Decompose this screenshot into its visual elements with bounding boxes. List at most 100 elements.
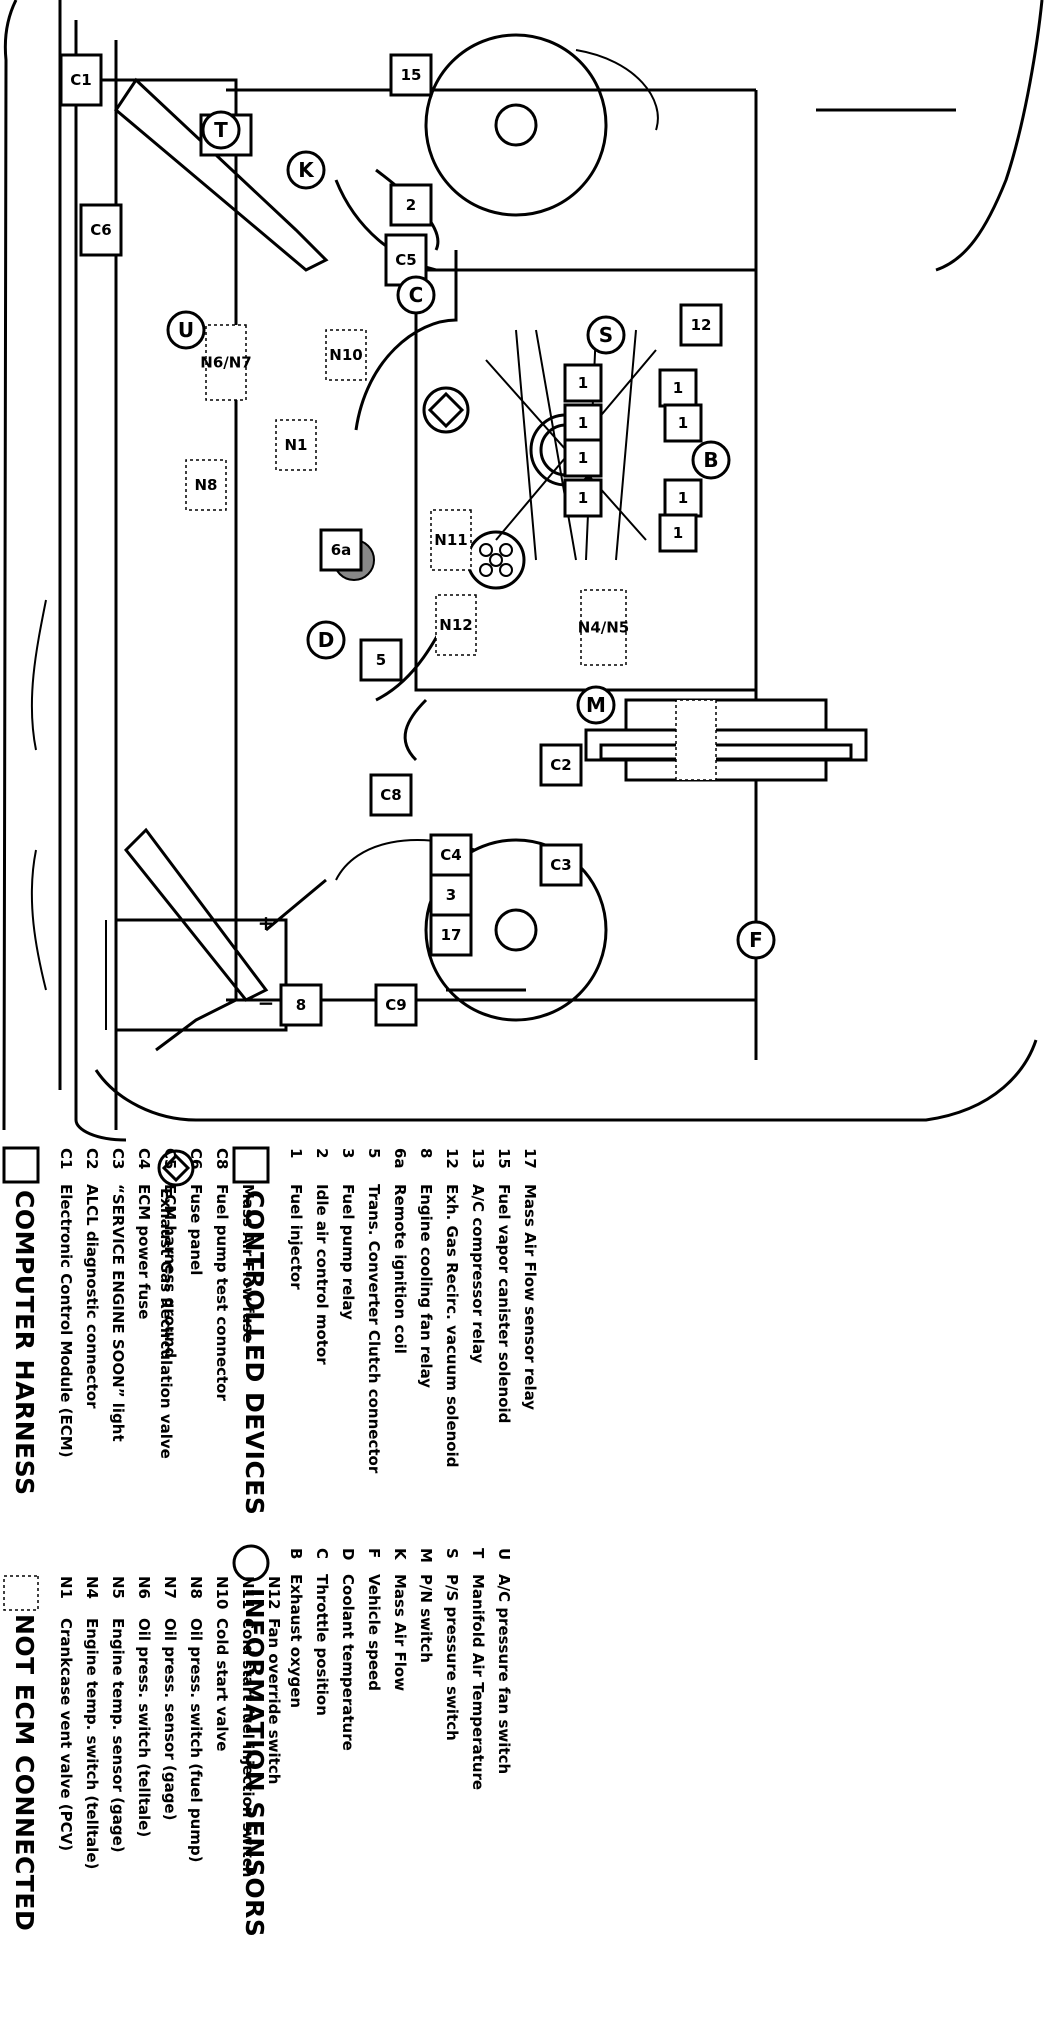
left-pulley-belt: [575, 49, 659, 131]
component-box: C6: [79, 203, 123, 257]
non-ecm-box-label: N6/N7: [200, 354, 251, 372]
fuel-injector-frame: [658, 513, 698, 553]
component-box-frame: [539, 843, 583, 887]
component-box: 3: [429, 873, 473, 917]
sensor-marker: F: [736, 920, 776, 960]
legend-code: K: [391, 1548, 409, 1561]
component-box-label: 2: [406, 196, 416, 214]
legend-code: S: [443, 1548, 461, 1559]
non-ecm-box-frame: [430, 509, 472, 571]
battery-minus: −: [258, 991, 275, 1015]
legend-code: M: [417, 1548, 435, 1563]
legend-text: ECM power fuse: [135, 1184, 153, 1319]
sensor-marker-label: M: [586, 693, 606, 717]
legend-code: 13: [469, 1148, 487, 1169]
legend-text: Coolant temperature: [339, 1574, 357, 1751]
legend-text: Mass Air Flow: [391, 1574, 409, 1691]
fuel-injector: 1: [563, 478, 603, 518]
legend-row: UA/C pressure fan switch: [495, 1548, 513, 1774]
legend-code: 2: [313, 1148, 331, 1158]
legend-text: Fuel pump test connector: [213, 1184, 231, 1401]
non-ecm-box-frame: [205, 324, 247, 401]
legend-code: T: [469, 1548, 487, 1559]
fender-outline-top: [2, 0, 18, 1131]
sensor-marker-circle: [166, 310, 206, 350]
component-box: 17: [429, 913, 473, 957]
component-box-label: 3: [446, 886, 456, 904]
non-ecm-box: N12: [435, 594, 477, 656]
component-box-frame: [389, 53, 433, 97]
fuel-injector-label: 1: [678, 414, 688, 432]
component-box-frame: [79, 203, 123, 257]
component-box: 2: [389, 183, 433, 227]
legend-row: 13A/C compressor relay: [469, 1148, 487, 1364]
sensor-marker-circle: [396, 275, 436, 315]
component-box: 8: [279, 983, 323, 1027]
distributor-post: [479, 563, 493, 577]
sensor-marker-label: U: [178, 318, 194, 342]
distributor-post: [479, 543, 493, 557]
distributor-post: [499, 543, 513, 557]
component-box-frame: [429, 913, 473, 957]
legend-code: N6: [135, 1576, 153, 1599]
right-pulley: [424, 838, 608, 1022]
legend-code: C8: [213, 1148, 231, 1169]
legend-code: 8: [417, 1148, 435, 1158]
fuel-injector: 1: [658, 368, 698, 408]
legend-text: Engine temp. switch (telltale): [83, 1618, 101, 1869]
legend-text: Fuel pump relay: [339, 1184, 357, 1320]
component-box-label: 5: [376, 651, 386, 669]
legend-code: 12: [443, 1148, 461, 1169]
non-ecm-box-label: N11: [434, 531, 467, 549]
legend-text: A/C pressure fan switch: [495, 1574, 513, 1774]
non-ecm-box-label: N1: [285, 436, 308, 454]
non-ecm-box: N11: [430, 509, 472, 571]
component-box-frame: [374, 983, 418, 1027]
fuel-injector-frame: [563, 478, 603, 518]
component-box: 6a: [319, 528, 363, 572]
air-cleaner-rim: [599, 743, 853, 761]
non-ecm-box: N6/N7: [200, 324, 252, 401]
sensor-marker: T: [201, 110, 241, 150]
component-box-frame: [319, 528, 363, 572]
right-fender-curve: [94, 1039, 1038, 1122]
legend-row: C3“SERVICE ENGINE SOON” light: [109, 1148, 127, 1442]
sensor-marker-circle: [201, 110, 241, 150]
left-pulley-hub: [494, 103, 538, 147]
fuel-injector: 1: [563, 403, 603, 443]
component-box-frame: [539, 743, 583, 787]
legend-text: Trans. Converter Clutch connector: [365, 1184, 383, 1474]
right-pulley-hub: [494, 908, 538, 952]
legend-code: 5: [365, 1148, 383, 1158]
sensor-marker-label: D: [318, 628, 335, 652]
sensor-marker-circle: [736, 920, 776, 960]
battery-plus: +: [258, 911, 275, 935]
sensor-marker: M: [576, 685, 616, 725]
harness-title: COMPUTER HARNESS: [10, 1190, 39, 1496]
legend-code: N5: [109, 1576, 127, 1599]
legend-code: B: [287, 1548, 305, 1559]
sensor-marker: S: [586, 315, 626, 355]
component-box-frame: [59, 53, 103, 107]
fuel-injector: 1: [563, 363, 603, 403]
left-pulley: [424, 33, 608, 217]
fuel-injector: 1: [563, 438, 603, 478]
legend-text: Engine temp. sensor (gage): [109, 1618, 127, 1853]
legend-code: C4: [135, 1148, 153, 1169]
legend-text: ALCL diagnostic connector: [83, 1184, 101, 1409]
legend-text: Mass Air Flow sensor relay: [521, 1184, 539, 1410]
component-box: C3: [539, 843, 583, 887]
legend-code: D: [339, 1548, 357, 1560]
fuel-injector-frame: [563, 363, 603, 403]
legend-code: N1: [57, 1576, 75, 1599]
